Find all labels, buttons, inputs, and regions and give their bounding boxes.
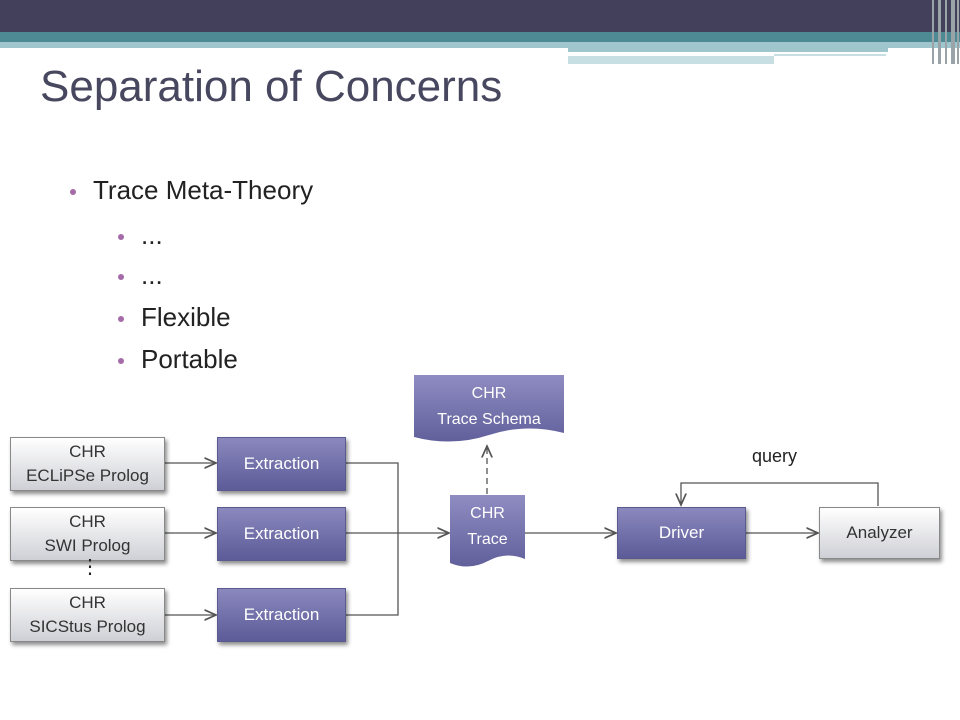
source-sicstus: CHR SICStus Prolog bbox=[10, 588, 165, 642]
bullet-dot bbox=[70, 189, 76, 195]
merge-line-3 bbox=[346, 533, 399, 616]
ellipsis-vertical: ⋮ bbox=[80, 556, 100, 578]
header-band-accent-3 bbox=[774, 54, 886, 56]
top-bar bbox=[0, 0, 960, 32]
extraction-box: Extraction bbox=[217, 437, 346, 491]
query-label: query bbox=[752, 446, 798, 466]
analyzer-box: Analyzer bbox=[819, 507, 940, 559]
extraction-box: Extraction bbox=[217, 588, 346, 642]
bullet-item: Flexible bbox=[141, 302, 231, 332]
header-band-accent bbox=[568, 48, 888, 52]
header-band-light bbox=[0, 42, 960, 48]
extraction-box: Extraction bbox=[217, 507, 346, 561]
slide-title: Separation of Concerns bbox=[40, 62, 503, 111]
bullet-item: ... bbox=[141, 260, 163, 290]
bullet-dot bbox=[118, 316, 124, 322]
trace-schema-document: CHR Trace Schema bbox=[414, 375, 564, 445]
arrow-query-loop bbox=[681, 482, 879, 506]
bullet-item: ... bbox=[141, 220, 163, 250]
decorative-stripes bbox=[930, 0, 960, 64]
source-eclipse: CHR ECLiPSe Prolog bbox=[10, 437, 165, 491]
bullet-item: Trace Meta-Theory bbox=[93, 175, 314, 205]
driver-box: Driver bbox=[617, 507, 746, 559]
header-band bbox=[0, 32, 960, 42]
bullet-item: Portable bbox=[141, 344, 238, 374]
header-band-accent-2 bbox=[568, 56, 774, 64]
bullet-dot bbox=[118, 274, 124, 280]
bullet-dot bbox=[118, 234, 124, 240]
source-swi: CHR SWI Prolog bbox=[10, 507, 165, 561]
merge-line-1 bbox=[346, 462, 399, 533]
bullet-dot bbox=[118, 358, 124, 364]
